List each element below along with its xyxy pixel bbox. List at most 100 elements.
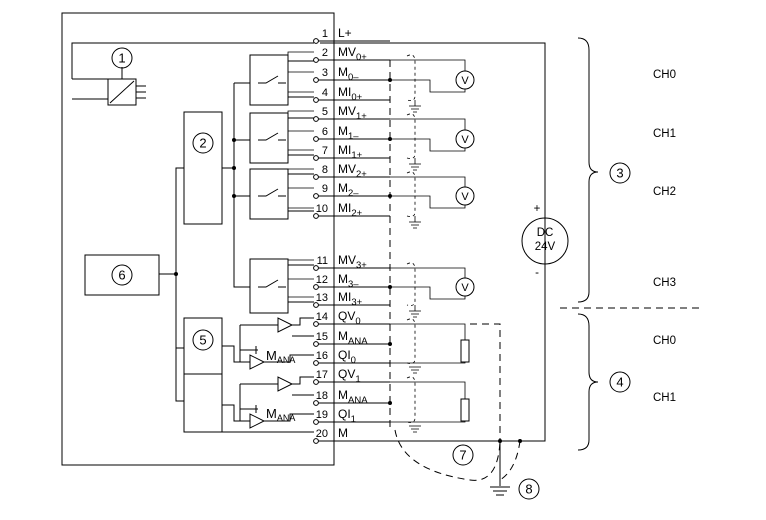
terminal-row: 18 MANA [313, 388, 390, 406]
label-ch0-in: CH0 [653, 69, 676, 81]
terminal-number: 13 [316, 292, 328, 304]
terminal-number: 7 [322, 145, 328, 157]
terminal-screw [313, 193, 319, 199]
label-ch2-in: CH2 [653, 186, 676, 198]
load-resistor [460, 339, 470, 363]
block-6 [84, 254, 160, 296]
svg-text:7: 7 [459, 448, 466, 463]
terminal-row: 8 MV2+ [313, 162, 390, 180]
terminal-label: M2– [338, 181, 359, 199]
brace-outputs [577, 313, 599, 451]
terminal-label: MV3+ [338, 253, 367, 271]
block-5-converter [183, 317, 223, 433]
block-2-converter [183, 111, 223, 225]
voltmeter-circuit: V [388, 171, 475, 229]
shield-ground-icon [409, 310, 421, 318]
terminal-number: 12 [316, 274, 328, 286]
terminal-number: 3 [322, 67, 328, 79]
svg-text:8: 8 [525, 482, 532, 497]
external-supply-loop [320, 42, 546, 442]
mux-switch-ch3 [249, 258, 314, 314]
dc-source-line1: DC [537, 227, 554, 239]
shield-path [394, 429, 501, 481]
terminal-number: 19 [316, 409, 328, 421]
terminal-label: QV1 [338, 367, 361, 385]
terminal-label: MI1+ [338, 143, 363, 161]
terminal-screw [313, 38, 319, 44]
terminal-label: MV0+ [338, 45, 367, 63]
terminal-row: 16 QI0 [313, 348, 390, 366]
terminal-row: 3 M0– [313, 65, 390, 83]
label-ch0-out: CH0 [653, 335, 676, 347]
terminal-row: 7 MI1+ [313, 143, 390, 161]
dc-minus: - [535, 267, 539, 279]
dc-source-line2: 24V [535, 241, 556, 253]
terminal-label: QV0 [338, 309, 361, 327]
terminal-row: 10 MI2+ [313, 201, 390, 219]
callout-5: 5 [192, 329, 214, 351]
svg-text:1: 1 [118, 51, 125, 66]
terminal-label: M [338, 426, 348, 440]
terminal-row: 13 MI3+ [313, 290, 390, 308]
voltmeter-symbol: V [461, 282, 469, 294]
svg-text:3: 3 [616, 166, 623, 181]
voltmeter-icon [455, 277, 475, 297]
terminal-label: M3– [338, 272, 359, 290]
voltmeter-circuit: V [388, 262, 475, 318]
label-ch1-out: CH1 [653, 392, 676, 404]
terminal-label: M0– [338, 65, 359, 83]
terminal-label: MI0+ [338, 85, 363, 103]
svg-text:6: 6 [118, 268, 125, 283]
voltmeter-icon [455, 186, 475, 206]
terminal-screw [313, 97, 319, 103]
callout-2: 2 [192, 132, 214, 154]
voltmeter-symbol: V [461, 134, 469, 146]
output-amp-ch1 [222, 376, 314, 429]
svg-text:5: 5 [199, 333, 206, 348]
terminal-label: M1– [338, 124, 359, 142]
terminal-label: MI3+ [338, 290, 363, 308]
callout-1: 1 [111, 47, 133, 69]
output-load-circuit [388, 318, 470, 374]
terminal-number: 8 [322, 164, 328, 176]
terminal-label: MANA [338, 388, 368, 406]
dc-plus: + [534, 203, 541, 215]
terminal-row: 9 M2– [313, 181, 390, 199]
mux-switch-ch1 [249, 112, 314, 164]
output-load-circuit [388, 376, 470, 433]
brace-inputs [577, 37, 599, 303]
dc-source: DC 24V + - [521, 203, 569, 279]
terminal-number: 2 [322, 47, 328, 59]
terminal-number: 15 [316, 331, 328, 343]
terminal-label: MI2+ [338, 201, 363, 219]
terminal-label: MV1+ [338, 104, 367, 122]
voltmeter-circuit: V [388, 54, 475, 113]
module-housing [61, 12, 335, 466]
terminal-screw [313, 77, 319, 83]
voltmeter-symbol: V [461, 191, 469, 203]
terminal-number: 9 [322, 183, 328, 195]
mux-switch-ch0 [249, 54, 314, 106]
terminal-number: 16 [316, 350, 328, 362]
callout-4: 4 [609, 371, 631, 393]
terminal-row: 20 M [313, 426, 390, 444]
shield-ground-icon [409, 221, 421, 229]
junction-dot [174, 272, 178, 276]
callout-3: 3 [609, 162, 631, 184]
terminal-screw [313, 116, 319, 122]
terminal-number: 20 [316, 428, 328, 440]
terminal-number: 11 [317, 255, 328, 267]
voltmeter-icon [455, 70, 475, 90]
terminal-label: MV2+ [338, 162, 367, 180]
internal-ref-label-2: MANA [266, 406, 295, 423]
terminal-number: 18 [316, 390, 328, 402]
terminal-label: QI0 [338, 348, 356, 366]
callout-7: 7 [452, 444, 474, 466]
label-ch3-in: CH3 [653, 277, 676, 289]
terminal-number: 10 [316, 203, 328, 215]
